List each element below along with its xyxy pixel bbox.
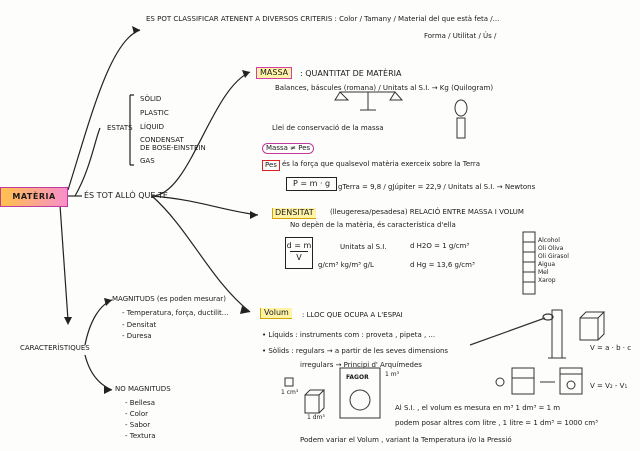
center-label: MATÈRIA: [12, 192, 56, 201]
water-density: d H2O = 1 g/cm³: [410, 242, 470, 250]
volum-si: Al S.I. , el volum es mesura en m³ 1 dm³…: [395, 404, 561, 412]
magnitud-item: - Duresa: [122, 332, 152, 340]
estat-item: GAS: [140, 157, 155, 165]
no-magnitud-item: - Bellesa: [125, 399, 155, 407]
volum-solids-1: • Sòlids : regulars → a partir de les se…: [262, 347, 449, 355]
center-node: MATÈRIA: [0, 187, 68, 207]
magnitud-item: - Temperatura, força, ductilit...: [122, 309, 229, 317]
estat-item: PLASTIC: [140, 109, 169, 117]
classify-text-2: Forma / Utilitat / Ús /: [424, 32, 497, 40]
caracteristiques-title: CARACTERÍSTIQUES: [20, 344, 90, 352]
volum-solids-2: irregulars → Principi d' Arquímedes: [300, 361, 422, 369]
magnituds-title: MAGNITUDS (es poden mesurar): [112, 295, 226, 303]
liquid-label: Alcohol: [538, 237, 560, 244]
volum-title: Volum: [260, 308, 292, 319]
volum-temperature: Podem variar el Volum , variant la Tempe…: [300, 436, 512, 444]
branch-no-magnituds: [84, 354, 113, 391]
magnitud-item: - Densitat: [122, 321, 157, 329]
density-column-drawing: [522, 231, 536, 295]
pes-definition: és la força que qualsevol matèria exerce…: [282, 160, 481, 168]
estat-item: LÍQUID: [140, 123, 165, 131]
liquid-label: Mel: [538, 269, 549, 276]
estat-item: SÒLID: [140, 95, 162, 103]
archimedes-formula: V = V₂ - V₁: [590, 382, 628, 390]
arrow-densitat: [151, 195, 259, 216]
branch-estats: [74, 127, 101, 197]
massa-neq-pes: Massa ≠ Pes: [262, 143, 315, 154]
no-magnitud-item: - Textura: [125, 432, 156, 440]
liquid-label: Xarop: [538, 277, 556, 284]
cube-formula: V = a · b · c: [590, 344, 632, 352]
graduated-cylinder-drawing: [548, 309, 566, 359]
liquid-label: Aigua: [538, 261, 556, 268]
densitat-units-si: Unitats al S.I.: [340, 243, 387, 251]
fridge-label: FAGOR: [346, 374, 369, 381]
tot-allo-label: ÉS TOT ALLÒ QUE TÉ: [84, 191, 168, 200]
small-cube-volume: 1 cm³: [281, 389, 299, 396]
massa-instruments: Balances, báscules (romana) / Unitats al…: [275, 84, 494, 92]
pes-label: Pes: [262, 160, 280, 171]
box-volume: 1 dm³: [307, 414, 325, 421]
archimedes-beakers-drawing: [495, 367, 583, 395]
no-magnitud-item: - Color: [125, 410, 149, 418]
densitat-units: g/cm³ kg/m³ g/L: [318, 261, 374, 269]
estat-item: DE BOSE-EINSTEIN: [140, 144, 206, 152]
fridge-drawing: [339, 367, 381, 419]
volum-liquids: • Líquids : instruments com : proveta , …: [262, 331, 436, 339]
no-magnitud-item: - Sabor: [125, 421, 151, 429]
small-cube-drawing: [284, 377, 294, 387]
liquid-label: Oli Girasol: [538, 253, 569, 260]
pes-formula: P = m · g: [286, 177, 338, 191]
branch-caracteristiques: [59, 204, 69, 321]
arrow-volum: [151, 195, 251, 313]
estat-item: CONDENSAT: [140, 136, 184, 144]
cube-drawing: [579, 311, 606, 341]
branch-magnituds: [84, 299, 113, 346]
box-drawing: [304, 389, 326, 414]
massa-title: MASSA: [256, 67, 293, 79]
densitat-definition: (lleugeresa/pesadesa) RELACIÓ ENTRE MASS…: [330, 208, 524, 216]
volum-definition: : LLOC QUE OCUPA A L'ESPAI: [302, 311, 403, 319]
mercury-density: d Hg = 13,6 g/cm³: [410, 261, 475, 269]
gravity-values: gTerra = 9,8 / gJúpiter = 22,9 / Unitats…: [338, 183, 536, 191]
massa-definition: : QUANTITAT DE MATÈRIA: [300, 69, 402, 78]
estats-title: ESTATS: [107, 124, 133, 132]
massa-law: Llei de conservació de la massa: [272, 124, 384, 132]
pipette-drawing: [469, 313, 554, 346]
balance-scale-drawing: [334, 91, 404, 111]
densitat-title: DENSITAT: [272, 208, 316, 219]
classify-text: ES POT CLASSIFICAR ATENENT A DIVERSOS CR…: [146, 15, 500, 23]
densitat-formula-top: d = m: [286, 241, 312, 250]
fridge-volume: 1 m³: [385, 371, 399, 378]
densitat-formula-box: d = m V: [285, 237, 313, 269]
branch-classificar: [67, 29, 141, 191]
weight-drawing: [454, 99, 468, 139]
volum-liters: podem posar altres com litre , 1 litre =…: [395, 419, 598, 427]
densitat-formula-bottom: V: [296, 253, 302, 262]
no-magnituds-title: NO MAGNITUDS: [115, 385, 171, 393]
densitat-note: No depèn de la matèria, és característic…: [290, 221, 456, 229]
arrow-massa: [151, 71, 251, 197]
liquid-label: Oli Oliva: [538, 245, 564, 252]
